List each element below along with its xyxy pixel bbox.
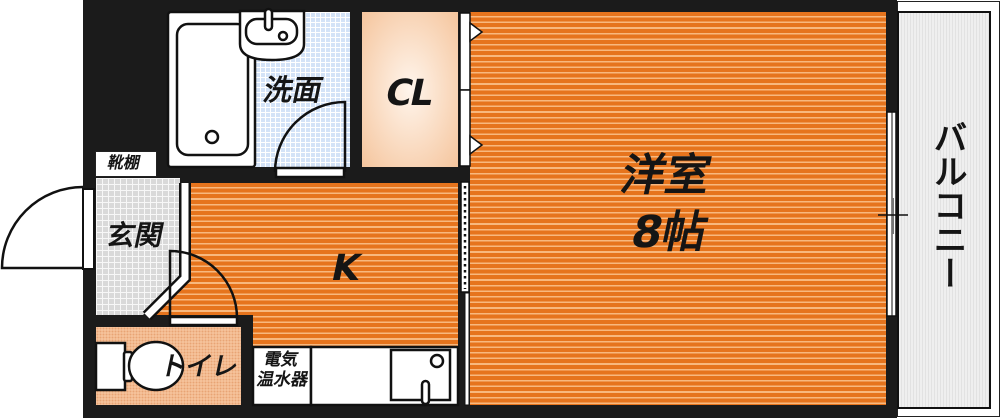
entrance-label: 玄関: [103, 219, 167, 252]
kitchen-door-icon: [168, 249, 239, 327]
closet-floor: [362, 12, 458, 167]
balcony-floor: [897, 11, 991, 409]
toilet-wall-right: [241, 315, 253, 418]
kitchen-sink-icon: [309, 345, 460, 407]
shoe-cabinet: [95, 151, 157, 177]
water-heater-box: [251, 345, 313, 407]
water-heater-label-2: 温水器: [254, 370, 311, 390]
entrance-door-icon: [0, 185, 95, 270]
washbasin-icon: [238, 7, 306, 62]
western-room-floor: [470, 12, 886, 405]
window-icon: [878, 111, 908, 317]
western-room-label: 洋室: [616, 150, 716, 201]
toilet-label: トイレ: [156, 352, 242, 382]
bathtub-icon: [166, 10, 257, 169]
closet-doors-icon: [459, 12, 484, 167]
balcony-label: バルコニー: [927, 120, 967, 290]
shoe-cabinet-label: 靴棚: [106, 153, 143, 172]
water-heater-label-1: 電気: [261, 350, 301, 370]
partition-wall: [142, 183, 191, 321]
western-room-size: 8帖: [626, 207, 713, 258]
washroom-label: 洗面: [260, 73, 326, 107]
sliding-door-icon: [460, 181, 470, 406]
washroom-door-icon: [273, 100, 347, 179]
closet-label: CL: [381, 73, 436, 114]
toilet-bowl-icon: [94, 340, 185, 392]
